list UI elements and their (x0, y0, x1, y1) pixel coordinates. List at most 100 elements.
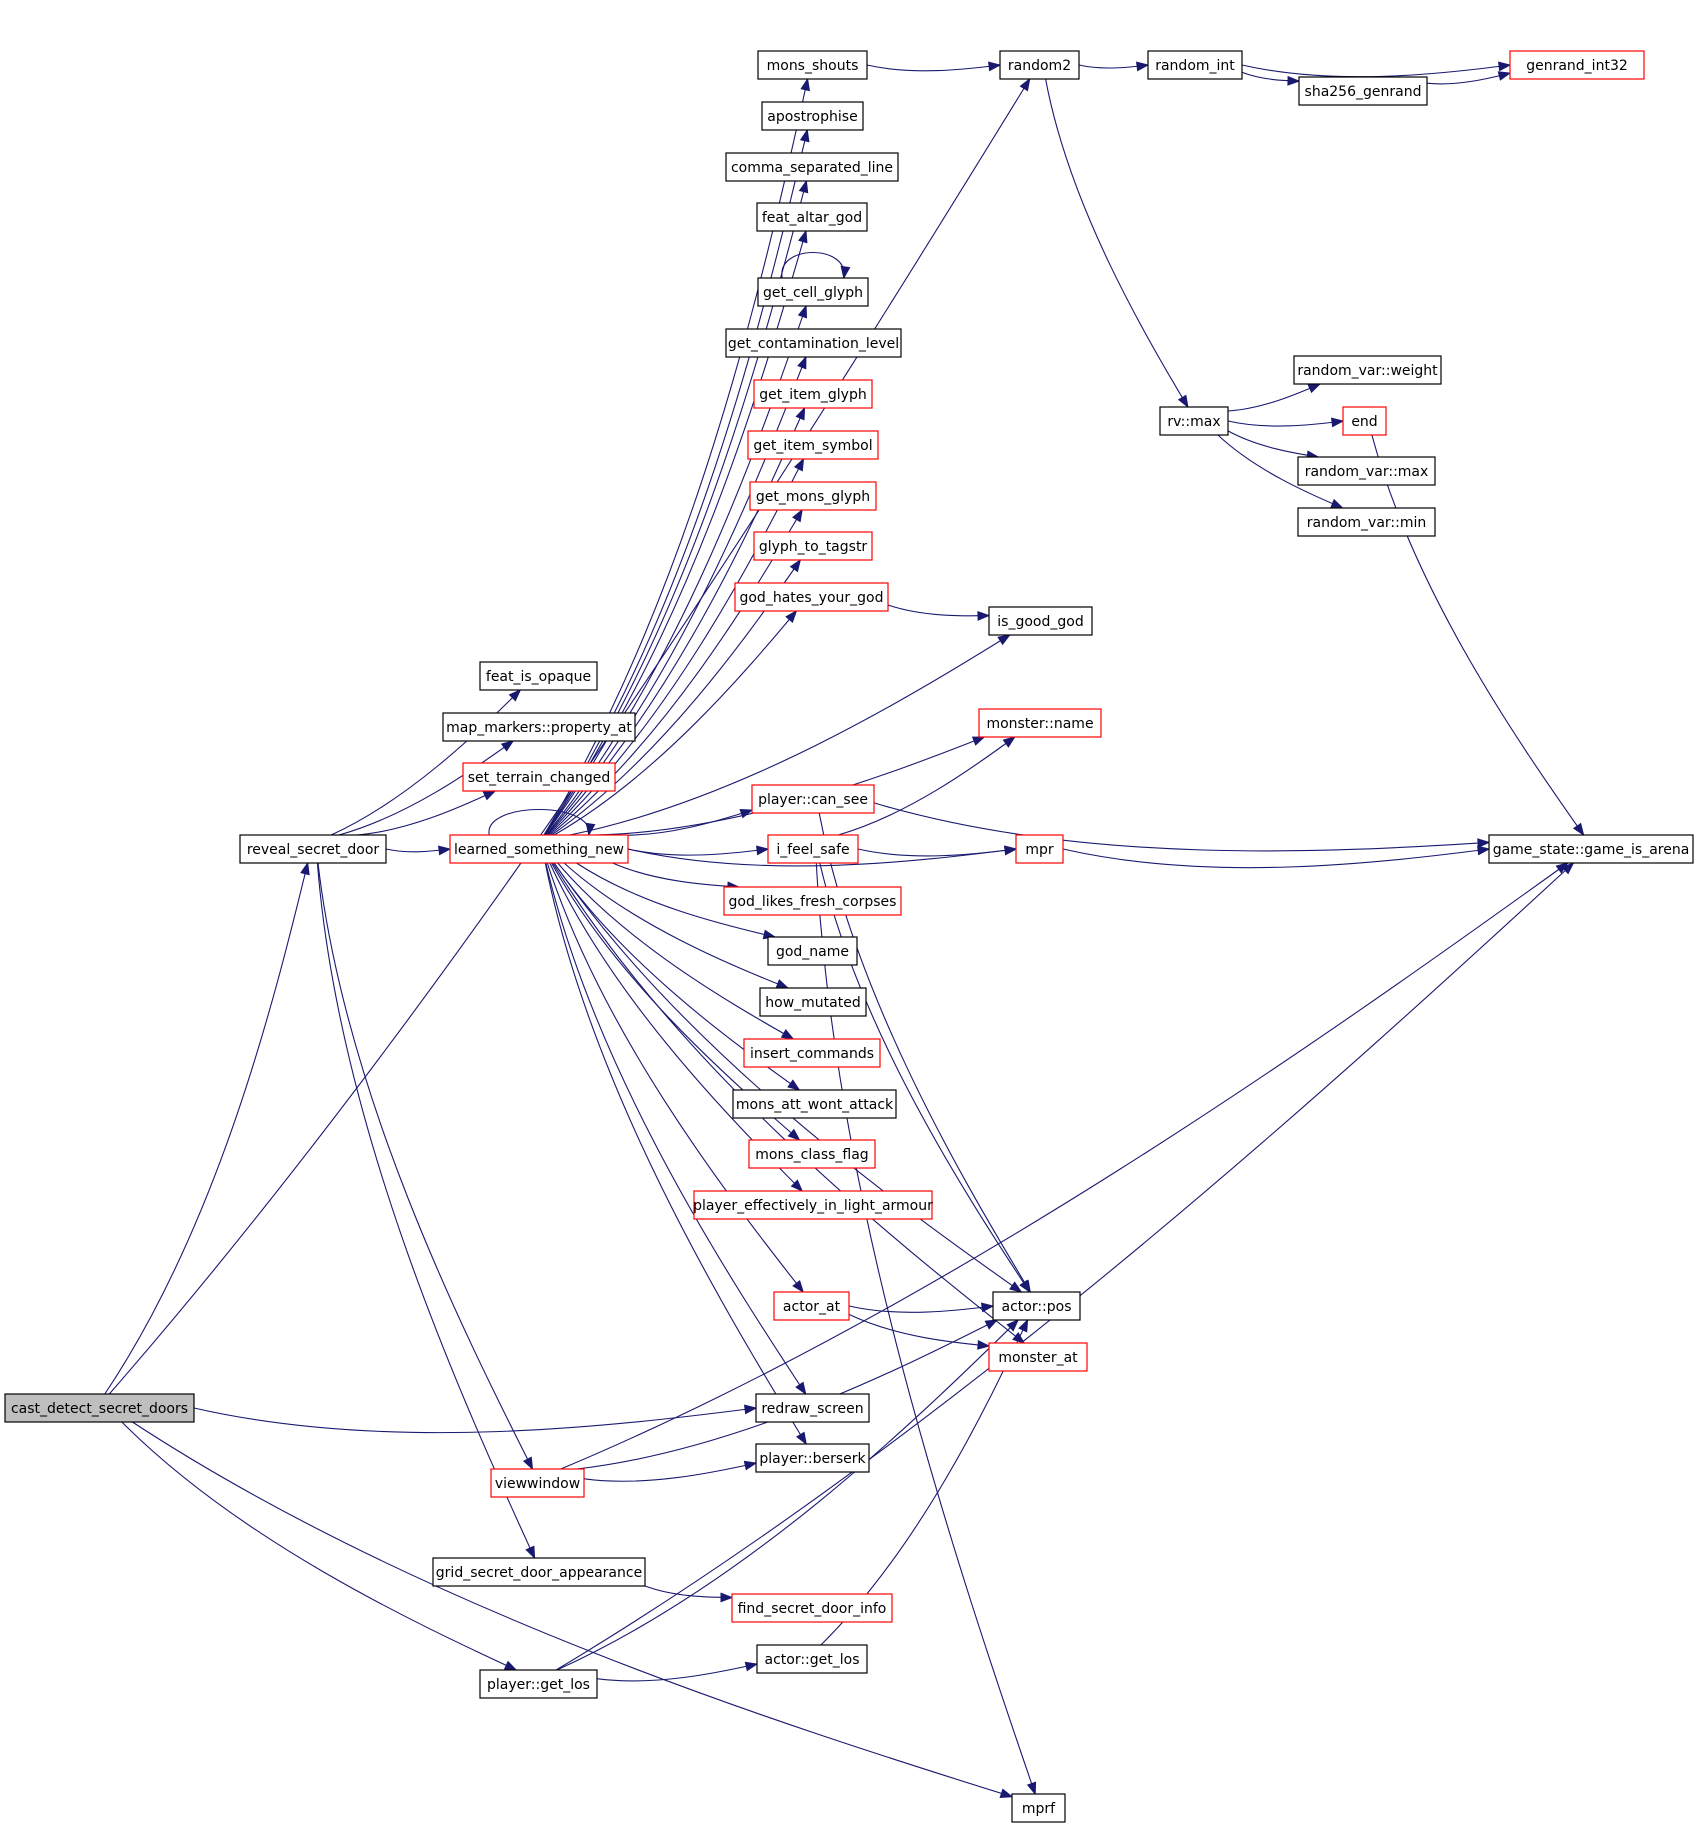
node-box[interactable] (442, 712, 636, 742)
node-comma-separated-line[interactable]: comma_separated_line (725, 152, 899, 182)
node-actor-get-los[interactable]: actor::get_los (756, 1644, 868, 1674)
node-label[interactable]: actor::pos (1001, 1299, 1071, 1315)
node-label[interactable]: monster::name (986, 716, 1093, 732)
node-is-good-god[interactable]: is_good_god (988, 606, 1093, 636)
node-label[interactable]: rv::max (1167, 414, 1220, 430)
node-player-berserk[interactable]: player::berserk (755, 1443, 870, 1473)
node-label[interactable]: god_name (776, 944, 849, 960)
node-actor-pos[interactable]: actor::pos (992, 1291, 1081, 1321)
node-box[interactable] (734, 582, 889, 612)
node-label[interactable]: mprf (1022, 1801, 1056, 1817)
node-box[interactable] (753, 379, 873, 409)
node-box[interactable] (759, 987, 867, 1017)
node-label[interactable]: mons_att_wont_attack (736, 1097, 894, 1113)
node-label[interactable]: end (1351, 414, 1377, 430)
node-find-secret-door-info[interactable]: find_secret_door_info (731, 1593, 893, 1623)
node-box[interactable] (1298, 76, 1428, 106)
node-redraw-screen[interactable]: redraw_screen (755, 1393, 870, 1423)
node-random-int[interactable]: random_int (1147, 50, 1243, 80)
node-box[interactable] (757, 277, 869, 307)
node-label[interactable]: mpr (1025, 842, 1054, 858)
node-box[interactable] (449, 834, 629, 864)
node-label[interactable]: player::berserk (759, 1451, 866, 1467)
node-box[interactable] (999, 50, 1080, 80)
node-box[interactable] (1159, 406, 1229, 436)
node-box[interactable] (725, 328, 902, 358)
node-label[interactable]: map_markers::property_at (446, 720, 632, 736)
node-label[interactable]: get_cell_glyph (763, 285, 863, 301)
node-label[interactable]: game_state::game_is_arena (1493, 842, 1690, 858)
node-random-var-max[interactable]: random_var::max (1297, 456, 1436, 486)
node-box[interactable] (773, 1291, 850, 1321)
node-label[interactable]: insert_commands (750, 1046, 874, 1062)
node-cast-detect-secret-doors[interactable]: cast_detect_secret_doors (4, 1393, 195, 1423)
node-label[interactable]: player_effectively_in_light_armour (693, 1198, 933, 1214)
node-label[interactable]: find_secret_door_info (738, 1601, 887, 1617)
node-grid-secret-door-appearance[interactable]: grid_secret_door_appearance (432, 1557, 646, 1587)
node-label[interactable]: god_hates_your_god (739, 590, 883, 606)
node-box[interactable] (992, 1291, 1081, 1321)
node-box[interactable] (693, 1190, 933, 1220)
node-label[interactable]: grid_secret_door_appearance (436, 1565, 642, 1581)
node-box[interactable] (479, 661, 598, 691)
node-random2[interactable]: random2 (999, 50, 1080, 80)
node-box[interactable] (490, 1468, 585, 1498)
node-get-item-glyph[interactable]: get_item_glyph (753, 379, 873, 409)
node-box[interactable] (731, 1593, 893, 1623)
node-get-contamination-level[interactable]: get_contamination_level (725, 328, 902, 358)
node-get-item-symbol[interactable]: get_item_symbol (747, 430, 879, 460)
node-label[interactable]: get_contamination_level (728, 336, 899, 352)
node-box[interactable] (988, 1342, 1088, 1372)
node-label[interactable]: mons_shouts (767, 58, 859, 74)
node-random-var-weight[interactable]: random_var::weight (1293, 355, 1442, 385)
node-box[interactable] (479, 1669, 598, 1699)
node-god-likes-fresh-corpses[interactable]: god_likes_fresh_corpses (723, 886, 902, 916)
node-label[interactable]: comma_separated_line (731, 160, 893, 176)
node-reveal-secret-door[interactable]: reveal_secret_door (239, 834, 387, 864)
node-label[interactable]: i_feel_safe (776, 842, 849, 858)
node-label[interactable]: player::get_los (487, 1677, 590, 1693)
node-label[interactable]: reveal_secret_door (247, 842, 380, 858)
node-label[interactable]: glyph_to_tagstr (759, 539, 868, 555)
node-genrand-int32[interactable]: genrand_int32 (1509, 50, 1645, 80)
node-label[interactable]: get_mons_glyph (756, 489, 870, 505)
node-i-feel-safe[interactable]: i_feel_safe (767, 834, 859, 864)
node-box[interactable] (756, 202, 868, 232)
node-mons-att-wont-attack[interactable]: mons_att_wont_attack (732, 1089, 897, 1119)
node-label[interactable]: genrand_int32 (1526, 58, 1628, 74)
node-box[interactable] (1297, 507, 1436, 537)
node-box[interactable] (978, 708, 1102, 738)
node-player-can-see[interactable]: player::can_see (751, 784, 875, 814)
node-player-effectively-in-light-armour[interactable]: player_effectively_in_light_armour (693, 1190, 933, 1220)
node-player-get-los[interactable]: player::get_los (479, 1669, 598, 1699)
node-mons-shouts[interactable]: mons_shouts (757, 50, 868, 80)
node-box[interactable] (747, 430, 879, 460)
node-box[interactable] (1293, 355, 1442, 385)
node-box[interactable] (725, 152, 899, 182)
node-get-mons-glyph[interactable]: get_mons_glyph (749, 481, 877, 511)
node-label[interactable]: redraw_screen (761, 1401, 863, 1417)
node-apostrophise[interactable]: apostrophise (761, 101, 864, 131)
node-box[interactable] (1147, 50, 1243, 80)
node-label[interactable]: random_int (1155, 58, 1235, 74)
node-rv-max[interactable]: rv::max (1159, 406, 1229, 436)
node-label[interactable]: cast_detect_secret_doors (11, 1401, 188, 1417)
node-random-var-min[interactable]: random_var::min (1297, 507, 1436, 537)
node-label[interactable]: feat_is_opaque (486, 669, 591, 685)
node-box[interactable] (4, 1393, 195, 1423)
node-map-markers-property-at[interactable]: map_markers::property_at (442, 712, 636, 742)
node-box[interactable] (723, 886, 902, 916)
node-viewwindow[interactable]: viewwindow (490, 1468, 585, 1498)
node-feat-altar-god[interactable]: feat_altar_god (756, 202, 868, 232)
node-box[interactable] (1297, 456, 1436, 486)
node-label[interactable]: random_var::weight (1297, 363, 1438, 379)
node-label[interactable]: get_item_glyph (759, 387, 866, 403)
node-box[interactable] (756, 1644, 868, 1674)
node-how-mutated[interactable]: how_mutated (759, 987, 867, 1017)
node-label[interactable]: how_mutated (765, 995, 860, 1011)
node-box[interactable] (732, 1089, 897, 1119)
node-monster-at[interactable]: monster_at (988, 1342, 1088, 1372)
node-box[interactable] (462, 762, 616, 792)
node-learned-something-new[interactable]: learned_something_new (449, 834, 629, 864)
node-label[interactable]: random_var::min (1307, 515, 1427, 531)
